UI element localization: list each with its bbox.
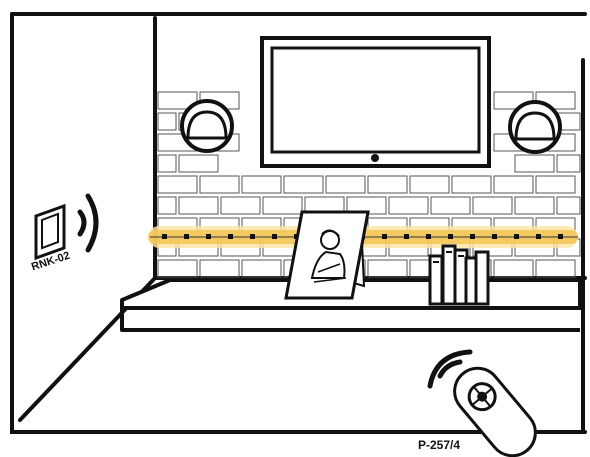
brick — [557, 155, 580, 172]
brick — [368, 176, 407, 193]
led-chip — [206, 234, 211, 239]
round-light-icon — [510, 102, 560, 152]
brick — [368, 260, 407, 277]
round-light-icon — [182, 101, 232, 151]
brick — [557, 197, 580, 214]
brick — [179, 197, 218, 214]
brick — [389, 197, 428, 214]
brick — [536, 260, 575, 277]
led-chip — [492, 234, 497, 239]
led-chip — [382, 234, 387, 239]
brick — [431, 197, 470, 214]
brick — [158, 260, 197, 277]
brick — [494, 176, 533, 193]
brick — [242, 260, 281, 277]
remote-model-label: P-257/4 — [418, 438, 460, 452]
wall-switch-icon — [36, 206, 64, 258]
brick — [242, 176, 281, 193]
led-chip — [448, 234, 453, 239]
brick — [200, 260, 239, 277]
brick — [452, 176, 491, 193]
brick — [410, 176, 449, 193]
brick — [515, 155, 554, 172]
led-chip — [404, 234, 409, 239]
brick — [263, 197, 302, 214]
led-chip — [426, 234, 431, 239]
led-chip — [558, 234, 563, 239]
tv-icon — [262, 38, 489, 166]
brick — [284, 176, 323, 193]
brick — [221, 197, 260, 214]
led-chip — [228, 234, 233, 239]
led-chip — [470, 234, 475, 239]
picture-frame-icon — [286, 212, 368, 298]
led-chip — [536, 234, 541, 239]
led-chip — [162, 234, 167, 239]
brick — [473, 197, 512, 214]
brick — [200, 176, 239, 193]
wireless-signal-icon — [80, 196, 96, 250]
led-chip — [272, 234, 277, 239]
brick — [536, 176, 575, 193]
brick — [179, 155, 218, 172]
remote-control-icon — [445, 359, 545, 457]
brick — [158, 197, 176, 214]
brick — [494, 260, 533, 277]
led-chip — [250, 234, 255, 239]
books-icon — [430, 246, 488, 304]
brick — [158, 113, 176, 130]
led-chip — [184, 234, 189, 239]
led-chip — [514, 234, 519, 239]
brick — [158, 155, 176, 172]
brick — [158, 176, 197, 193]
brick — [515, 197, 554, 214]
brick — [326, 176, 365, 193]
